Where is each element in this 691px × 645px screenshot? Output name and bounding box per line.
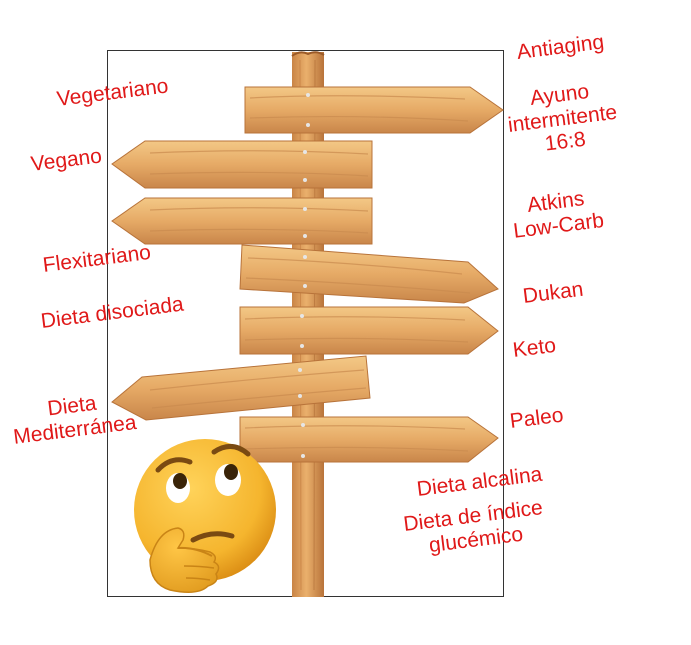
sign-board-left-2 xyxy=(111,197,373,245)
sign-board-left-3 xyxy=(111,355,371,421)
sign-board-left-1 xyxy=(111,140,373,189)
sign-board-right-2 xyxy=(239,244,499,304)
thinking-face-emoji-icon xyxy=(134,439,276,593)
sign-board-right-1 xyxy=(244,86,504,134)
sign-board-right-3 xyxy=(239,306,499,355)
label-ayuno-intermitente: Ayuno intermitente 16:8 xyxy=(506,79,619,156)
sign-board-right-4 xyxy=(239,416,499,463)
